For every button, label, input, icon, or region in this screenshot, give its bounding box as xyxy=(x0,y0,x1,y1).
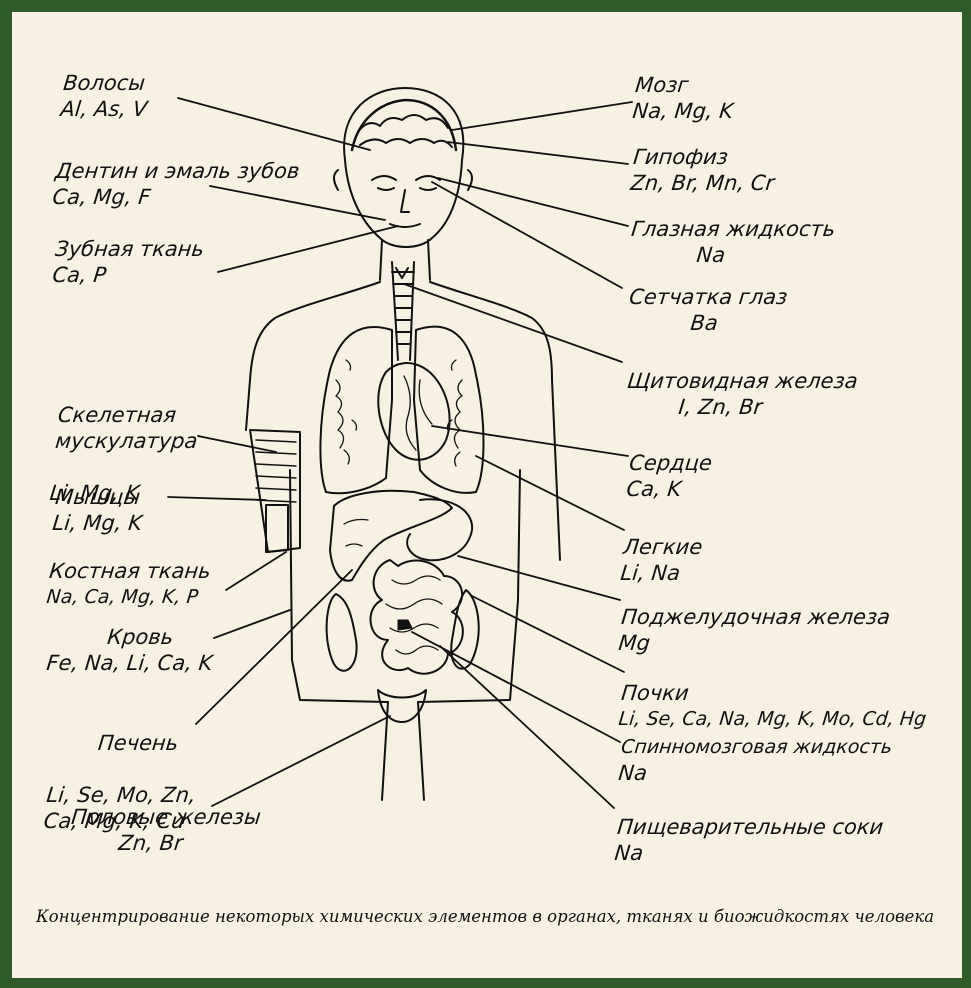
leader-heart xyxy=(432,426,628,456)
abdomen-drawing xyxy=(330,491,472,581)
label-muscles: Мышцы Li, Mg, K xyxy=(51,484,146,536)
label-elements: Ba xyxy=(625,310,786,336)
label-elements: Ca, P xyxy=(51,262,202,288)
label-dentin: Дентин и эмаль зубов Ca, Mg, F xyxy=(51,158,301,210)
label-bone: Костная ткань Na, Ca, Mg, K, P xyxy=(45,558,212,610)
label-dental-tissue: Зубная ткань Ca, P xyxy=(51,236,205,288)
label-name: Волосы xyxy=(62,70,151,96)
label-name: Спинномозговая жидкость xyxy=(620,732,894,760)
label-elements: Na xyxy=(613,840,882,866)
leader-brain xyxy=(452,102,632,130)
label-name: Мышцы xyxy=(54,484,146,510)
label-pancreas: Поджелудочная железа Mg xyxy=(617,604,891,656)
leader-hair xyxy=(178,98,370,150)
label-brain: Мозг Na, Mg, K xyxy=(631,72,737,124)
label-kidneys: Почки Li, Se, Ca, Na, Mg, K, Mo, Cd, Hg xyxy=(617,680,930,732)
leader-pancreas xyxy=(458,556,620,600)
leader-dental-tissue xyxy=(218,226,398,272)
label-name: Гипофиз xyxy=(632,144,778,170)
leader-blood xyxy=(214,610,290,638)
label-heart: Сердце Ca, K xyxy=(625,450,713,502)
label-name: Почки xyxy=(620,680,930,706)
label-thyroid: Щитовидная железа I, Zn, Br xyxy=(623,368,859,420)
intestines-drawing xyxy=(327,560,479,722)
torso-drawing xyxy=(246,240,560,800)
trachea-drawing xyxy=(392,262,414,360)
label-name: Костная ткань xyxy=(48,558,212,584)
label-name: Сетчатка глаз xyxy=(628,284,789,310)
label-retina: Сетчатка глаз Ba xyxy=(625,284,789,336)
leader-pituitary xyxy=(448,142,628,164)
label-elements: Zn, Br xyxy=(67,830,259,856)
leader-thyroid xyxy=(404,284,622,362)
label-blood: Кровь Fe, Na, Li, Ca, K xyxy=(45,624,216,676)
leader-gonads xyxy=(212,716,390,806)
leader-retina xyxy=(432,182,622,288)
label-name: Половые железы xyxy=(70,804,262,830)
label-elements: Al, As, V xyxy=(59,96,148,122)
label-elements: Ca, Mg, F xyxy=(51,184,298,210)
lungs-drawing xyxy=(320,327,483,494)
label-eye-fluid: Глазная жидкость Na xyxy=(627,216,836,268)
leader-kidneys xyxy=(472,596,624,672)
label-elements: I, Zn, Br xyxy=(623,394,856,420)
label-name: Мозг xyxy=(634,72,737,98)
head-drawing xyxy=(334,88,472,247)
label-elements: Mg xyxy=(617,630,888,656)
label-pituitary: Гипофиз Zn, Br, Mn, Cr xyxy=(629,144,778,196)
label-digestive: Пищеварительные соки Na xyxy=(613,814,884,866)
label-name: Легкие xyxy=(622,534,704,560)
label-elements: Fe, Na, Li, Ca, K xyxy=(45,650,214,676)
label-elements: Li, Se, Ca, Na, Mg, K, Mo, Cd, Hg xyxy=(617,706,927,732)
leader-bone xyxy=(226,552,286,590)
label-name: Сердце xyxy=(628,450,713,476)
label-name: Скелетная мускулатура xyxy=(54,402,202,454)
label-name: Печень xyxy=(51,730,203,756)
leader-skeletal-muscle xyxy=(198,436,276,452)
label-elements: Zn, Br, Mn, Cr xyxy=(629,170,775,196)
label-name: Глазная жидкость xyxy=(630,216,837,242)
figure-caption: Концентрирование некоторых химических эл… xyxy=(36,905,956,929)
label-elements: Na, Ca, Mg, K, P xyxy=(45,584,209,610)
label-elements: Na, Mg, K xyxy=(631,98,734,124)
leader-lungs xyxy=(476,456,624,530)
label-name: Пищеварительные соки xyxy=(616,814,885,840)
label-elements: Li, Mg, K xyxy=(51,510,143,536)
label-name: Щитовидная железа xyxy=(626,368,859,394)
label-csf: Спинномозговая жидкость Na xyxy=(617,732,894,786)
label-name: Поджелудочная железа xyxy=(620,604,891,630)
label-elements: Na xyxy=(617,760,891,786)
label-lungs: Легкие Li, Na xyxy=(619,534,703,586)
label-gonads: Половые железы Zn, Br xyxy=(67,804,262,856)
label-hair: Волосы Al, As, V xyxy=(59,70,151,122)
leader-digestive xyxy=(440,646,614,808)
label-name: Кровь xyxy=(48,624,217,650)
label-name: Зубная ткань xyxy=(54,236,205,262)
label-elements: Na xyxy=(627,242,834,268)
label-elements: Ca, K xyxy=(625,476,710,502)
label-name: Дентин и эмаль зубов xyxy=(54,158,301,184)
label-elements: Li, Na xyxy=(619,560,701,586)
